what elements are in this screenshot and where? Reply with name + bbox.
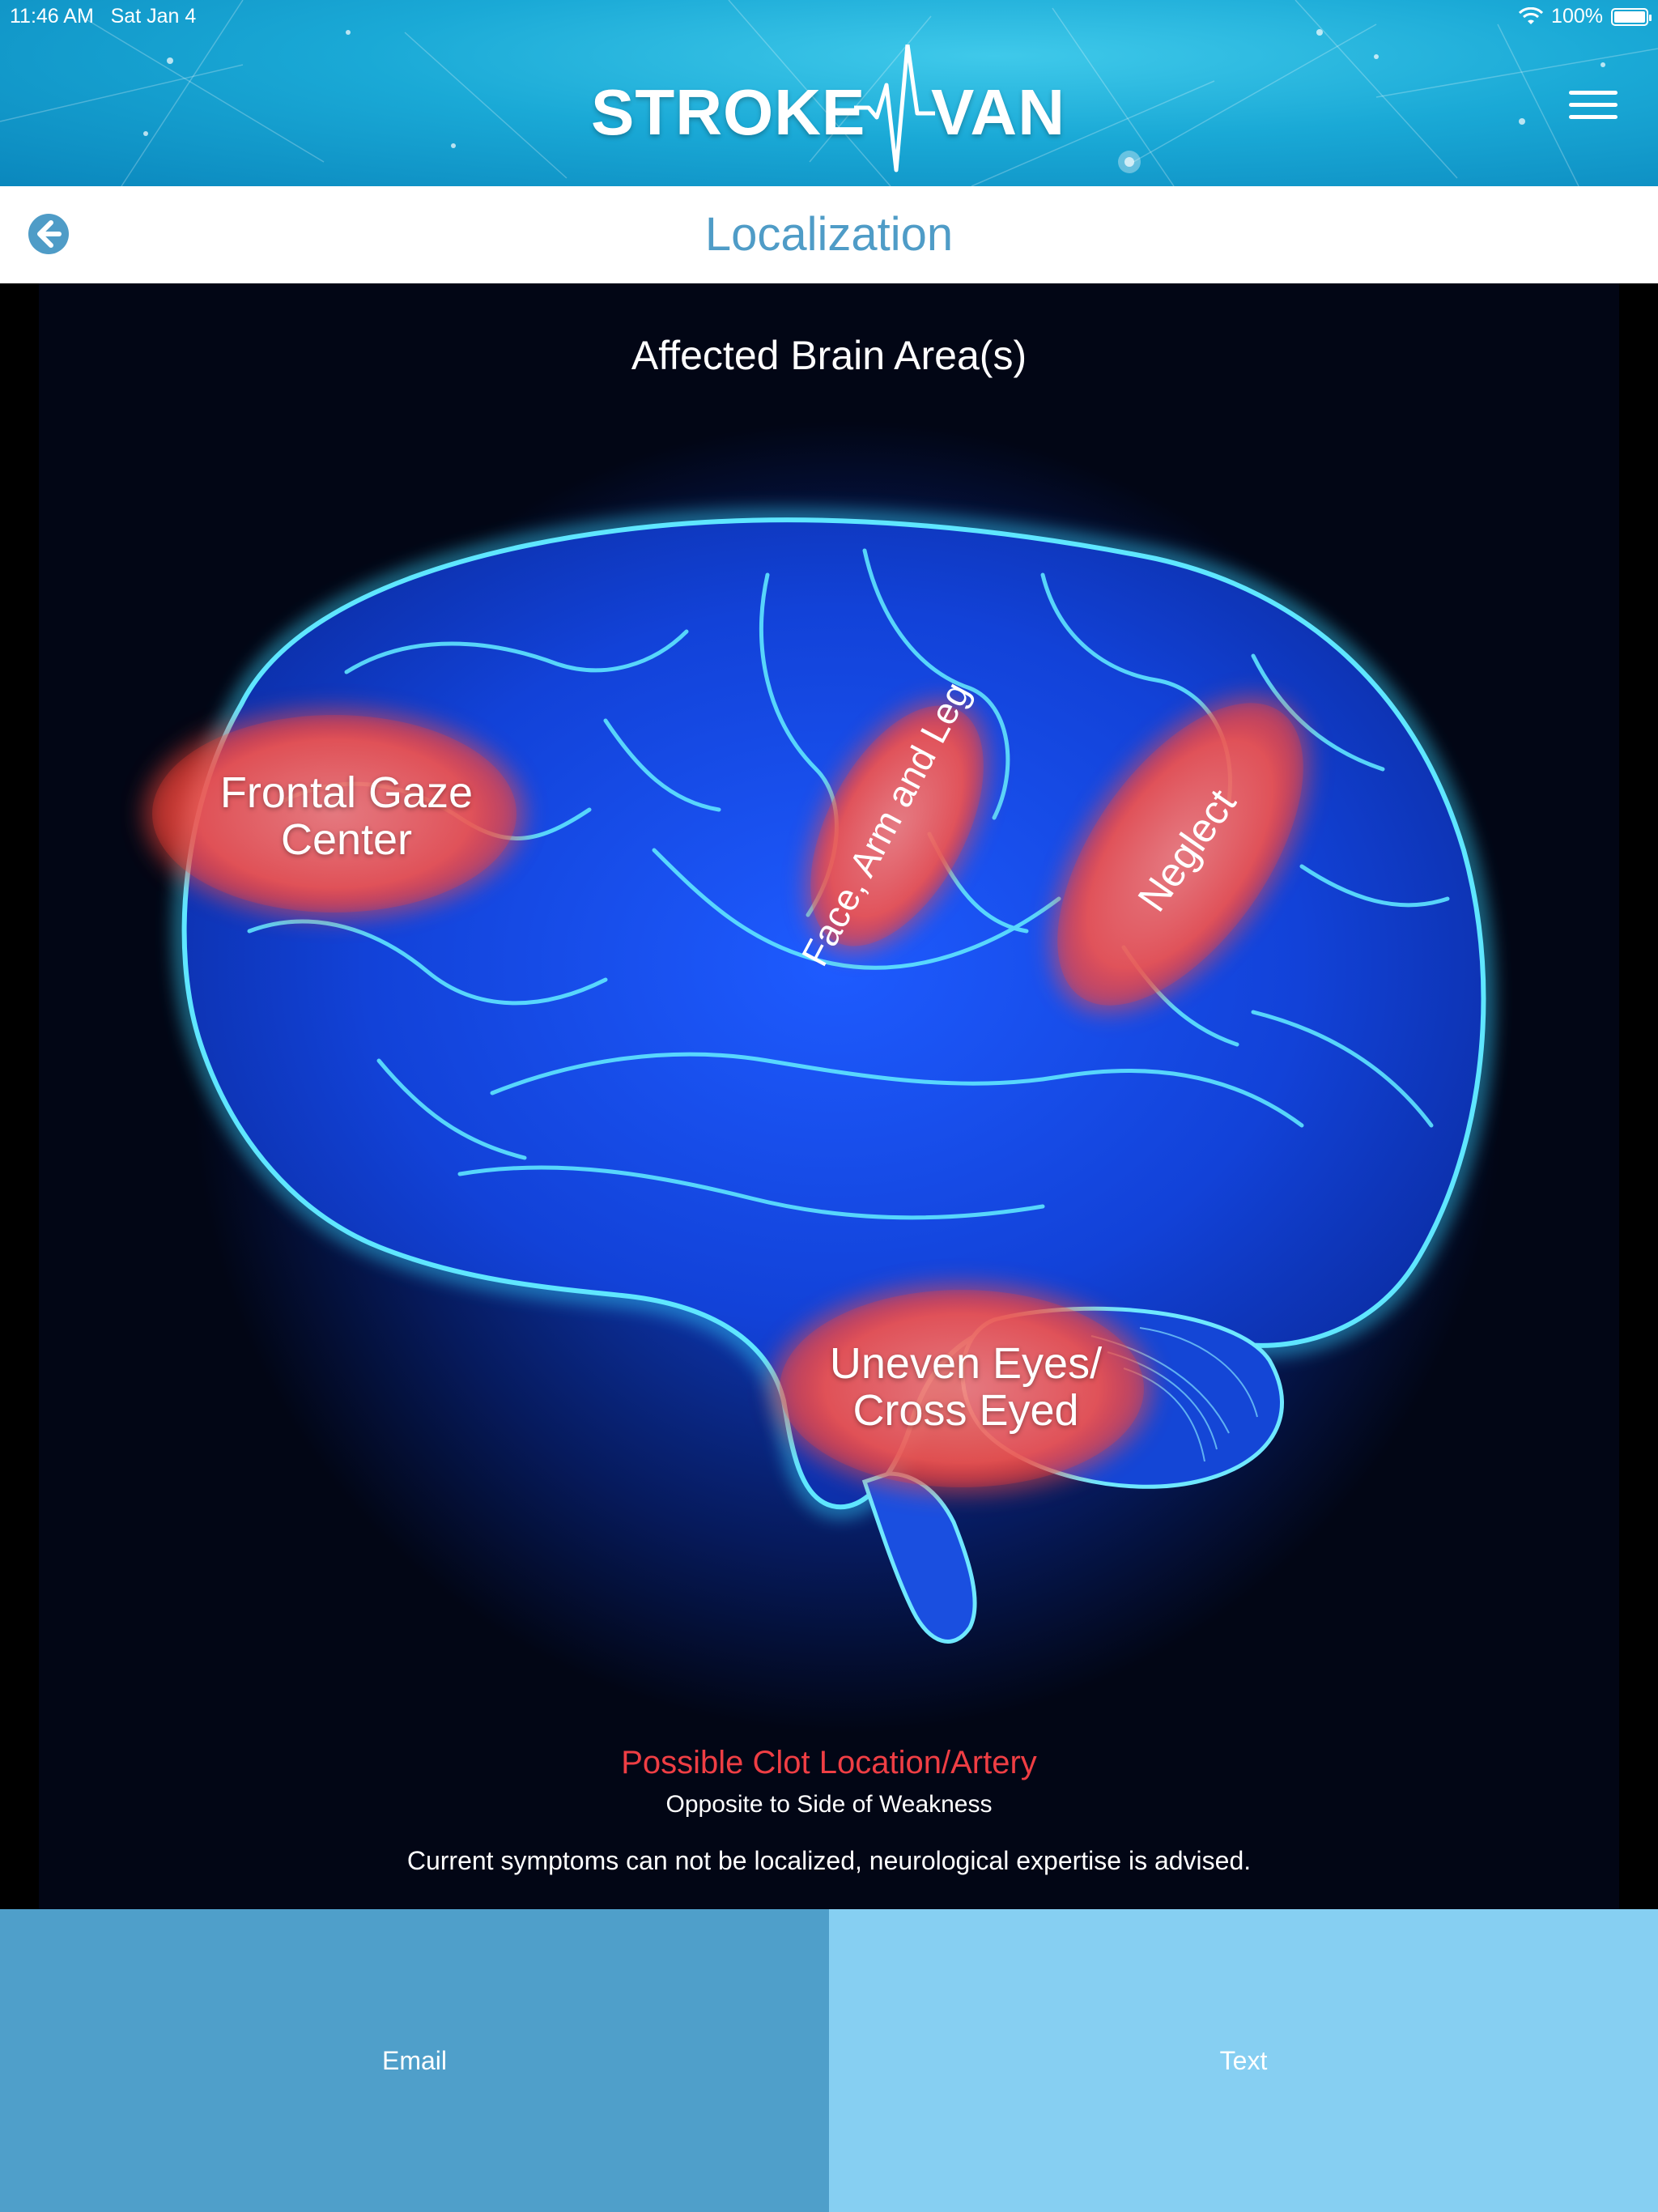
zone-label-frontal-line2: Center [280,815,413,864]
heartbeat-icon [854,45,935,172]
email-button[interactable]: Email [0,1909,829,2212]
brain-panel: Affected Brain Area(s) [39,283,1619,1909]
logo-text-van: VAN [931,76,1065,148]
title-bar: Localization [0,186,1658,283]
zone-label-frontal-gaze: Frontal Gaze Center [185,769,508,863]
status-date: Sat Jan 4 [110,5,197,28]
text-button[interactable]: Text [829,1909,1658,2212]
logo-text-stroke: STROKE [591,76,866,148]
zone-label-eyes-line2: Cross Eyed [852,1386,1079,1435]
text-button-label: Text [1219,2045,1268,2075]
wifi-icon [1519,6,1544,24]
localization-content: Affected Brain Area(s) [0,283,1658,1909]
clot-location-subtitle: Opposite to Side of Weakness [665,1791,993,1818]
zone-uneven-eyes [772,1283,1152,1494]
brain-illustration: Face, Arm and Leg Neglect [144,508,1496,1644]
zone-label-frontal-line1: Frontal Gaze [219,768,474,817]
page-title: Localization [704,208,954,261]
stroke-van-logo: STROKE VAN [587,45,1073,174]
zone-face-arm-leg [806,700,988,952]
back-arrow-icon[interactable] [27,212,70,256]
email-button-label: Email [381,2045,447,2075]
zone-label-eyes-line1: Uneven Eyes/ [829,1339,1103,1388]
battery-icon [1611,7,1652,26]
advice-text: Current symptoms can not be localized, n… [406,1846,1252,1875]
status-bar: 11:46 AM Sat Jan 4 100% [0,0,1658,32]
zone-neglect [1051,696,1310,1013]
clot-location-title: Possible Clot Location/Artery [621,1745,1037,1780]
zone-label-uneven-eyes: Uneven Eyes/ Cross Eyed [788,1340,1144,1434]
status-time: 11:46 AM Sat Jan 4 [10,5,196,28]
network-background [0,0,1658,186]
zone-frontal-gaze [144,708,525,919]
status-indicators: 100% [1519,5,1652,28]
affected-areas-title: Affected Brain Area(s) [631,333,1027,378]
hamburger-menu-icon[interactable] [1569,91,1618,123]
app-header: 11:46 AM Sat Jan 4 100% STROKE VAN [0,0,1658,186]
battery-percent: 100% [1551,5,1603,28]
status-clock: 11:46 AM [10,5,94,28]
